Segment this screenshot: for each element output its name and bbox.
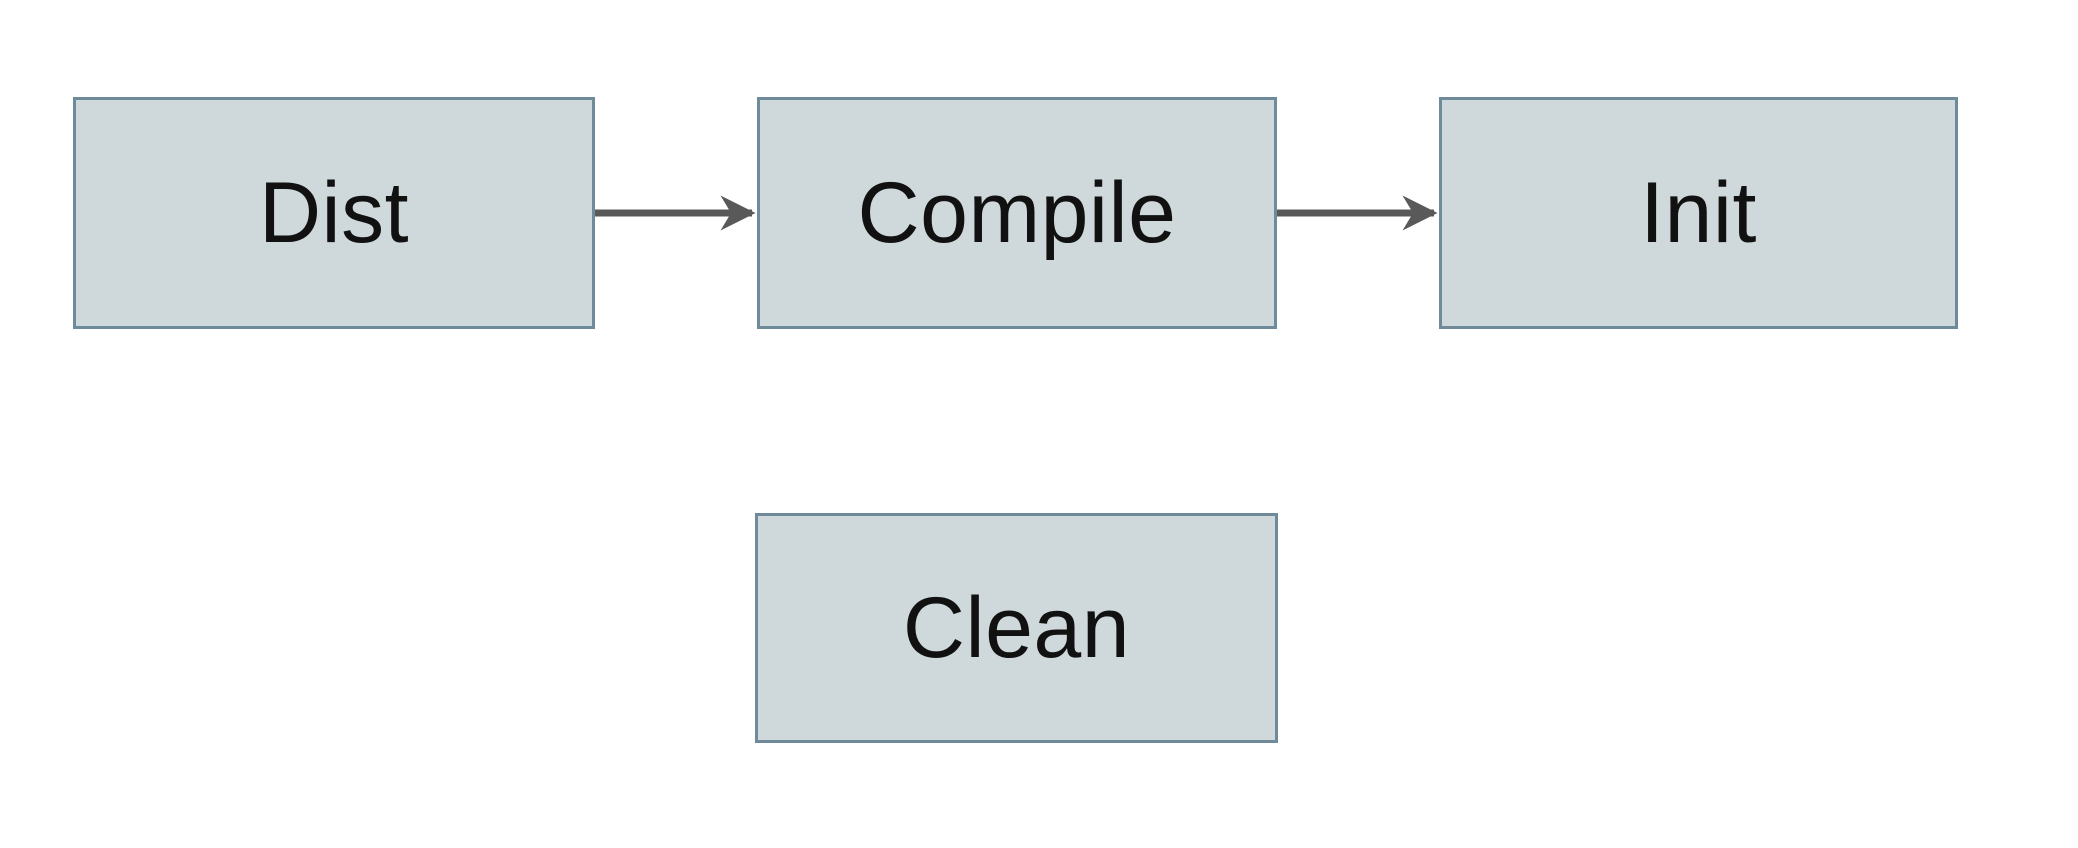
node-clean[interactable]: Clean (755, 513, 1278, 743)
node-dist-label: Dist (258, 164, 410, 261)
node-compile-label: Compile (857, 164, 1177, 261)
node-compile[interactable]: Compile (757, 97, 1277, 329)
node-clean-label: Clean (902, 579, 1131, 676)
node-init-label: Init (1640, 164, 1757, 261)
node-init[interactable]: Init (1439, 97, 1958, 329)
node-dist[interactable]: Dist (73, 97, 595, 329)
